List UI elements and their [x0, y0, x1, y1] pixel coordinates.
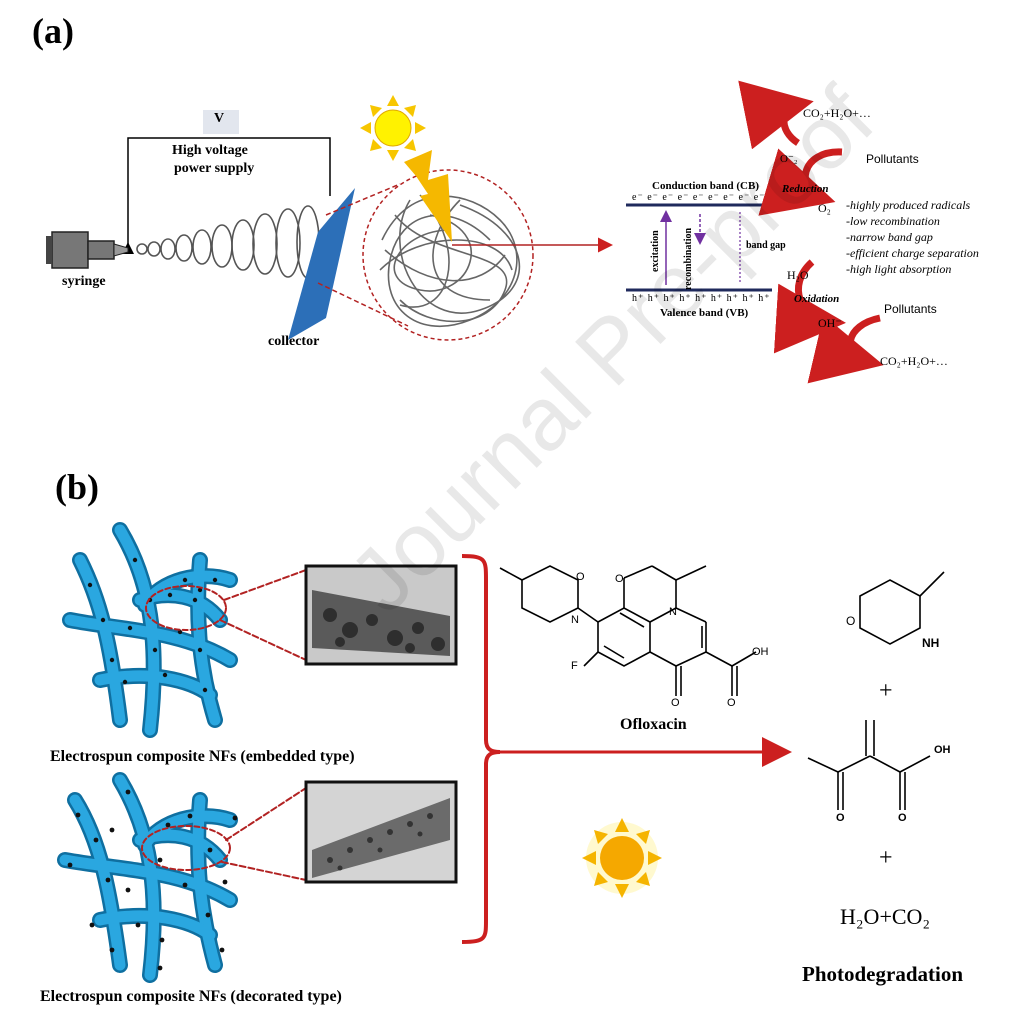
lightning-icon	[404, 150, 452, 242]
red-bracket	[461, 554, 501, 944]
power-supply-label-2: power supply	[174, 161, 255, 176]
plus-sign-2: +	[879, 845, 893, 871]
atom-o-acid: O	[727, 697, 736, 709]
h2o-label: H₂O	[787, 268, 809, 282]
atom-o-product: O	[846, 614, 856, 628]
syringe-label: syringe	[62, 274, 106, 289]
electrospinning-jet	[136, 205, 320, 279]
oh-label: OH⁻	[818, 316, 842, 330]
products-bottom-label: CO₂+H₂O+…	[880, 354, 948, 368]
o2-radical-label: O⁻₂	[780, 153, 798, 165]
holes-label: h⁺ h⁺ h⁺ h⁺ h⁺ h⁺ h⁺ h⁺ h⁺	[632, 293, 771, 304]
electrons-label: e⁻ e⁻ e⁻ e⁻ e⁻ e⁻ e⁻ e⁻ e⁻	[632, 192, 766, 203]
voltage-label: V	[214, 111, 225, 126]
water-co2-label: H₂O+CO₂	[840, 904, 931, 929]
tem-image-embedded	[304, 564, 458, 666]
pollutants-top-label: Pollutants	[866, 152, 919, 166]
atom-o-product-acid: O	[898, 812, 907, 824]
panel-b-label: (b)	[55, 467, 99, 507]
panel-a-label: (a)	[32, 11, 74, 51]
collector-plate	[288, 188, 355, 340]
decorated-caption: Electrospun composite NFs (decorated typ…	[40, 988, 342, 1005]
conduction-band-label: Conduction band (CB)	[652, 180, 759, 192]
advantage-item: -narrow band gap	[846, 230, 933, 244]
photodegradation-diagram	[57, 522, 945, 983]
atom-o-ketone: O	[671, 697, 680, 709]
photodegradation-label: Photodegradation	[802, 962, 964, 986]
embedded-caption: Electrospun composite NFs (embedded type…	[50, 748, 355, 765]
band-diagram	[626, 203, 772, 292]
valence-band-label: Valence band (VB)	[660, 307, 749, 319]
redox-arrows	[738, 80, 884, 384]
pollutants-bottom-label: Pollutants	[884, 302, 937, 316]
decorated-nanofibers	[57, 772, 307, 983]
products-top-label: CO₂+H₂O+…	[803, 106, 871, 120]
magnified-fibers	[317, 169, 613, 341]
atom-n-quinolone: N	[669, 606, 677, 618]
atom-nh-product: NH	[922, 636, 940, 650]
sun-icon-top	[360, 95, 426, 161]
power-supply-circuit	[122, 110, 331, 254]
atom-o-oxazine: O	[615, 573, 624, 585]
advantages-list: -highly produced radicals -low recombina…	[846, 197, 979, 277]
advantage-item: -efficient charge separation	[846, 246, 979, 260]
collector-label: collector	[268, 334, 320, 349]
ofloxacin-label: Ofloxacin	[620, 716, 687, 733]
o2-label: O₂	[818, 201, 831, 215]
advantage-item: -low recombination	[846, 214, 940, 228]
product-ring-structure	[859, 571, 945, 645]
recombination-label: recombination	[683, 227, 694, 290]
embedded-nanofibers	[62, 522, 307, 738]
voltage-box	[203, 110, 239, 134]
excitation-label: excitation	[650, 230, 661, 272]
sun-icon-bottom	[582, 818, 662, 898]
atom-n-piperazine: N	[571, 614, 579, 626]
tem-image-decorated	[304, 780, 458, 884]
plus-sign-1: +	[879, 678, 893, 704]
atom-oh-product: OH	[934, 744, 951, 756]
atom-o-ring: O	[576, 571, 585, 583]
atom-o-product-ketone: O	[836, 812, 845, 824]
band-gap-label: band gap	[746, 240, 786, 251]
advantage-item: -highly produced radicals	[846, 198, 971, 212]
product-acid-structure	[807, 720, 931, 810]
advantage-item: -high light absorption	[846, 262, 952, 276]
syringe-graphic	[46, 231, 129, 269]
atom-oh: OH	[752, 646, 769, 658]
oxidation-label: Oxidation	[794, 293, 840, 305]
electrospinning-diagram	[46, 80, 884, 384]
atom-f: F	[571, 660, 578, 672]
reduction-label: Reduction	[782, 183, 829, 195]
ofloxacin-structure	[499, 565, 757, 696]
power-supply-label-1: High voltage	[172, 143, 248, 158]
